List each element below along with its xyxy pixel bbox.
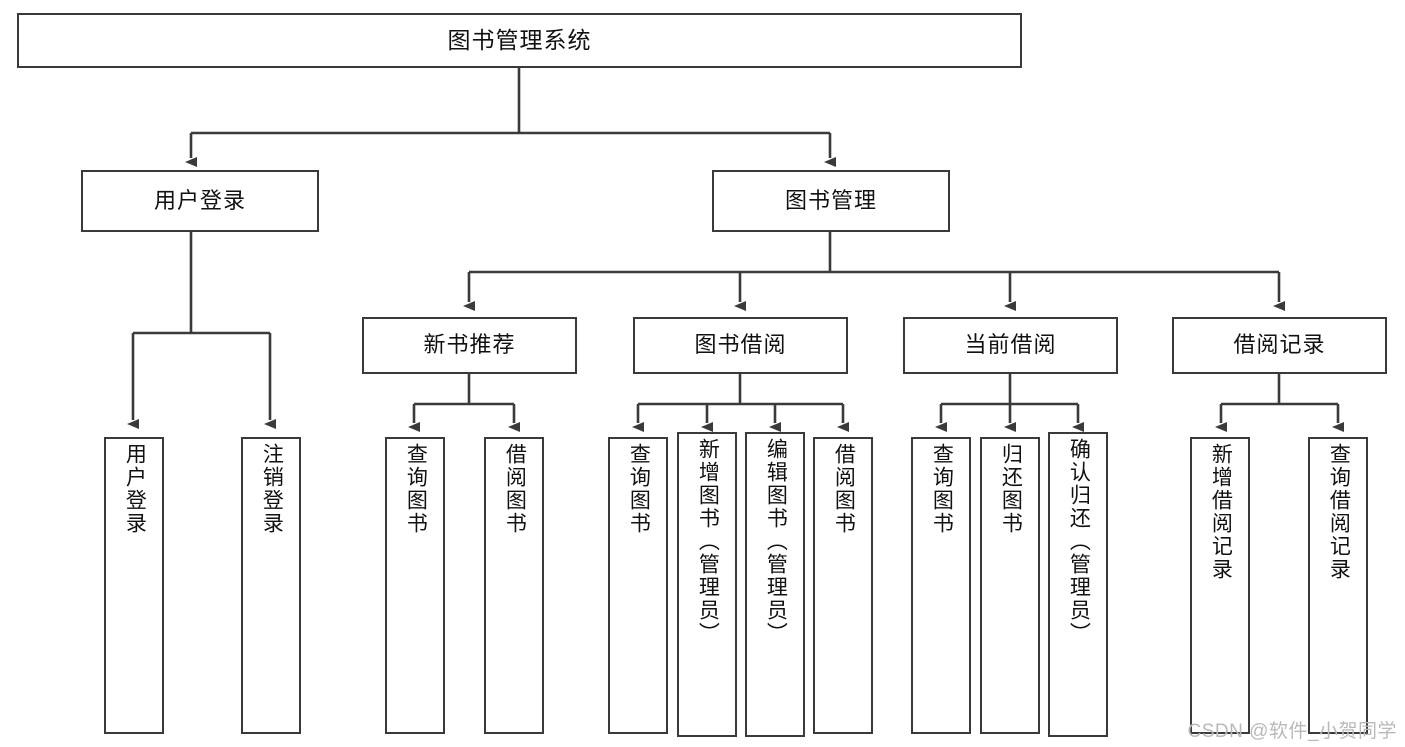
node-borrow-records[interactable]: 借阅记录	[1172, 317, 1387, 374]
node-label: 图书管理	[784, 187, 877, 213]
node-user-login[interactable]: 用户登录	[81, 170, 319, 232]
leaf-borrow-book-recommend[interactable]: 借阅图书	[484, 437, 544, 734]
node-label: 新增图书（管理员）	[696, 438, 720, 645]
node-label: 编辑图书（管理员）	[764, 438, 788, 645]
node-label: 新书推荐	[423, 332, 516, 358]
leaf-return-book[interactable]: 归还图书	[980, 437, 1040, 734]
node-label: 借阅记录	[1233, 332, 1326, 358]
node-label: 注销登录	[260, 443, 284, 535]
leaf-query-book-current[interactable]: 查询图书	[911, 437, 971, 734]
node-new-book-recommend[interactable]: 新书推荐	[362, 317, 577, 374]
node-label: 用户登录	[153, 187, 246, 213]
node-label: 图书管理系统	[447, 26, 592, 53]
node-label: 确认归还（管理员）	[1067, 438, 1091, 645]
leaf-logout[interactable]: 注销登录	[241, 437, 301, 734]
node-label: 查询图书	[930, 443, 954, 535]
leaf-user-login[interactable]: 用户登录	[104, 437, 164, 734]
node-label: 当前借阅	[964, 332, 1057, 358]
node-label: 查询图书	[404, 443, 428, 535]
node-label: 新增借阅记录	[1209, 443, 1233, 581]
leaf-query-book-borrow[interactable]: 查询图书	[608, 437, 668, 734]
node-label: 借阅图书	[503, 443, 527, 535]
node-label: 用户登录	[123, 443, 147, 535]
leaf-add-book-admin[interactable]: 新增图书（管理员）	[677, 432, 737, 737]
node-current-borrow[interactable]: 当前借阅	[903, 317, 1118, 374]
node-label: 归还图书	[999, 443, 1023, 535]
node-label: 查询图书	[627, 443, 651, 535]
node-root-book-management-system[interactable]: 图书管理系统	[17, 13, 1022, 68]
watermark-text: CSDN @软件_小贺同学	[1187, 721, 1397, 742]
leaf-borrow-book[interactable]: 借阅图书	[813, 437, 873, 734]
node-label: 借阅图书	[832, 443, 856, 535]
node-label: 图书借阅	[694, 332, 787, 358]
leaf-edit-book-admin[interactable]: 编辑图书（管理员）	[745, 432, 805, 737]
leaf-add-borrow-record[interactable]: 新增借阅记录	[1190, 437, 1250, 734]
leaf-query-book-recommend[interactable]: 查询图书	[385, 437, 445, 734]
node-book-management[interactable]: 图书管理	[712, 170, 950, 232]
leaf-query-borrow-record[interactable]: 查询借阅记录	[1308, 437, 1368, 734]
node-label: 查询借阅记录	[1327, 443, 1351, 581]
node-book-borrow[interactable]: 图书借阅	[633, 317, 848, 374]
leaf-confirm-return-admin[interactable]: 确认归还（管理员）	[1048, 432, 1108, 737]
